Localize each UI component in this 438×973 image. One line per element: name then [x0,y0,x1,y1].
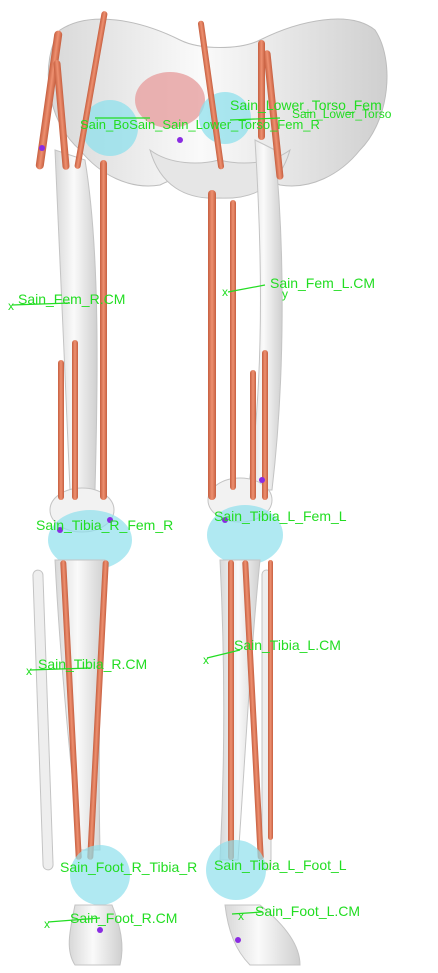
axis-x-foot-l: x [238,910,244,922]
label-knee-cluster-r: Sain_Tibia_R_Fem_R [36,518,173,532]
axis-x-tibia-r: x [26,665,32,677]
axis-x-foot-r: x [44,918,50,930]
ankle-joint-r [70,845,130,905]
axis-y-femur-l: y [282,288,288,300]
label-tibia-r-cm: Sain_Tibia_R.CM [38,657,147,671]
label-tibia-l-cm: Sain_Tibia_L.CM [234,638,341,652]
label-ankle-cluster-l: Sain_Tibia_L_Foot_L [214,858,347,872]
label-foot-r-cm: Sain_Foot_R.CM [70,911,177,925]
label-femur-r-cm: Sain_Fem_R.CM [18,292,125,306]
axis-x-tibia-l: x [203,654,209,666]
axis-x-femur-l: x [222,286,228,298]
label-knee-cluster-l: Sain_Tibia_L_Fem_L [214,509,347,523]
label-foot-l-cm: Sain_Foot_L.CM [255,904,360,918]
label-pelvis-cluster-right: Sain_Lower_Torso [292,108,391,120]
axis-x-femur-r: x [8,300,14,312]
label-ankle-cluster-r: Sain_Foot_R_Tibia_R [60,860,197,874]
label-pelvis-cluster-left: Sain_BoSain_Sain_Lower_Torso_Fem_R [80,118,320,131]
